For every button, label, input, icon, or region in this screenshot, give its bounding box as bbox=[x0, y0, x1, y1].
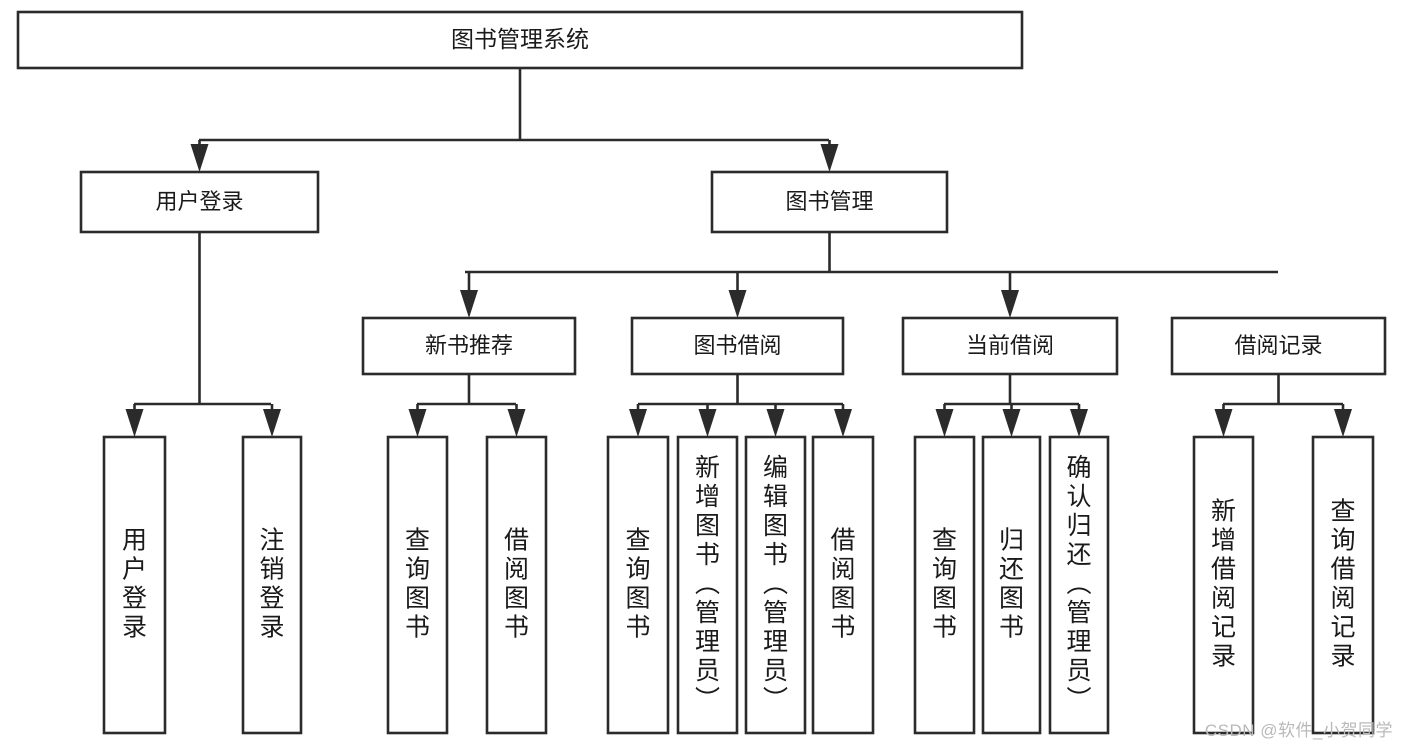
arrow-head-icon bbox=[1214, 409, 1233, 437]
arrow-head-icon bbox=[1070, 409, 1088, 437]
node-label: 当前借阅 bbox=[966, 333, 1054, 358]
node-label: 查询图书 bbox=[932, 526, 957, 641]
node-label: 用户登录 bbox=[122, 526, 147, 641]
diagram-node-leaf-record-1[interactable]: 新增借阅记录 bbox=[1192, 435, 1255, 735]
diagram-node-leaf-current-3[interactable]: 确认归还︵管理员︶ bbox=[1048, 435, 1110, 735]
diagram-node-root[interactable]: 图书管理系统 bbox=[16, 10, 1024, 70]
connector-group bbox=[629, 374, 852, 437]
node-box bbox=[485, 435, 548, 735]
node-label: 借阅图书 bbox=[830, 526, 855, 641]
node-box bbox=[811, 435, 875, 735]
node-label: 新增借阅记录 bbox=[1211, 497, 1236, 670]
diagram-node-leaf-newbook-2[interactable]: 借阅图书 bbox=[485, 435, 548, 735]
arrow-head-icon bbox=[1334, 409, 1352, 437]
diagram-node-leaf-current-1[interactable]: 查询图书 bbox=[913, 435, 976, 735]
connector-group bbox=[190, 68, 839, 172]
diagram-node-leaf-borrow-1[interactable]: 查询图书 bbox=[606, 435, 670, 735]
arrow-head-icon bbox=[1001, 290, 1019, 318]
csdn-watermark: CSDN @软件_小贺同学 bbox=[1204, 721, 1393, 740]
arrow-head-icon bbox=[408, 409, 427, 437]
node-box bbox=[16, 10, 1024, 70]
arrow-head-icon bbox=[125, 409, 144, 437]
diagram-node-leaf-login-1[interactable]: 用户登录 bbox=[102, 435, 167, 735]
diagram-node-leaf-login-2[interactable]: 注销登录 bbox=[241, 435, 303, 735]
node-box bbox=[630, 316, 845, 376]
arrow-head-icon bbox=[820, 144, 839, 172]
node-label: 注销登录 bbox=[259, 526, 284, 641]
connector-group bbox=[460, 232, 1278, 318]
arrow-head-icon bbox=[629, 409, 647, 437]
arrow-head-icon bbox=[698, 409, 717, 437]
node-box bbox=[361, 316, 577, 376]
diagram-node-leaf-record-2[interactable]: 查询借阅记录 bbox=[1311, 435, 1375, 735]
connector-group bbox=[125, 232, 281, 437]
node-label: 新书推荐 bbox=[425, 333, 513, 358]
node-box bbox=[710, 170, 949, 234]
node-box bbox=[1311, 435, 1375, 735]
connector-layer bbox=[125, 68, 1352, 437]
connector-group bbox=[935, 374, 1088, 437]
node-label: 图书管理系统 bbox=[451, 26, 589, 52]
arrow-head-icon bbox=[263, 409, 281, 437]
node-label: 图书管理 bbox=[785, 189, 873, 214]
node-box bbox=[1192, 435, 1255, 735]
diagram-node-bookmgr[interactable]: 图书管理 bbox=[710, 170, 949, 234]
arrow-head-icon bbox=[1002, 409, 1021, 437]
node-box bbox=[386, 435, 449, 735]
node-label: 新增图书︵管理员︶ bbox=[695, 454, 720, 714]
node-box bbox=[676, 435, 739, 735]
diagram-node-leaf-borrow-2[interactable]: 新增图书︵管理员︶ bbox=[676, 435, 739, 735]
diagram-node-leaf-borrow-3[interactable]: 编辑图书︵管理员︶ bbox=[744, 435, 807, 735]
connector-group bbox=[1214, 374, 1352, 437]
node-label: 确认归还︵管理员︶ bbox=[1066, 454, 1091, 714]
node-label: 用户登录 bbox=[155, 189, 243, 214]
node-layer: 图书管理系统用户登录图书管理新书推荐图书借阅当前借阅借阅记录用户登录注销登录查询… bbox=[16, 10, 1387, 735]
node-box bbox=[1170, 316, 1387, 376]
arrow-head-icon bbox=[728, 290, 747, 318]
node-box bbox=[241, 435, 303, 735]
arrow-head-icon bbox=[460, 290, 478, 318]
node-label: 查询借阅记录 bbox=[1330, 497, 1355, 670]
node-box bbox=[913, 435, 976, 735]
node-label: 借阅记录 bbox=[1234, 333, 1322, 358]
node-box bbox=[981, 435, 1042, 735]
diagram-node-current[interactable]: 当前借阅 bbox=[901, 316, 1119, 376]
arrow-head-icon bbox=[935, 409, 954, 437]
diagram-node-leaf-current-2[interactable]: 归还图书 bbox=[981, 435, 1042, 735]
diagram-node-leaf-borrow-4[interactable]: 借阅图书 bbox=[811, 435, 875, 735]
node-label: 借阅图书 bbox=[504, 526, 529, 641]
node-label: 查询图书 bbox=[625, 526, 650, 641]
node-box bbox=[1048, 435, 1110, 735]
node-box bbox=[606, 435, 670, 735]
diagram-node-login[interactable]: 用户登录 bbox=[79, 170, 320, 234]
arrow-head-icon bbox=[766, 409, 785, 437]
node-box bbox=[102, 435, 167, 735]
node-label: 图书借阅 bbox=[693, 333, 781, 358]
diagram-node-borrow[interactable]: 图书借阅 bbox=[630, 316, 845, 376]
node-box bbox=[744, 435, 807, 735]
arrow-head-icon bbox=[834, 409, 852, 437]
diagram-node-leaf-newbook-1[interactable]: 查询图书 bbox=[386, 435, 449, 735]
node-label: 编辑图书︵管理员︶ bbox=[763, 454, 788, 714]
connector-group bbox=[408, 374, 526, 437]
node-box bbox=[901, 316, 1119, 376]
diagram-node-newbook[interactable]: 新书推荐 bbox=[361, 316, 577, 376]
node-label: 查询图书 bbox=[405, 526, 430, 641]
diagram-node-record[interactable]: 借阅记录 bbox=[1170, 316, 1387, 376]
node-box bbox=[79, 170, 320, 234]
arrow-head-icon bbox=[507, 409, 526, 437]
arrow-head-icon bbox=[190, 144, 209, 172]
node-label: 归还图书 bbox=[999, 526, 1024, 641]
